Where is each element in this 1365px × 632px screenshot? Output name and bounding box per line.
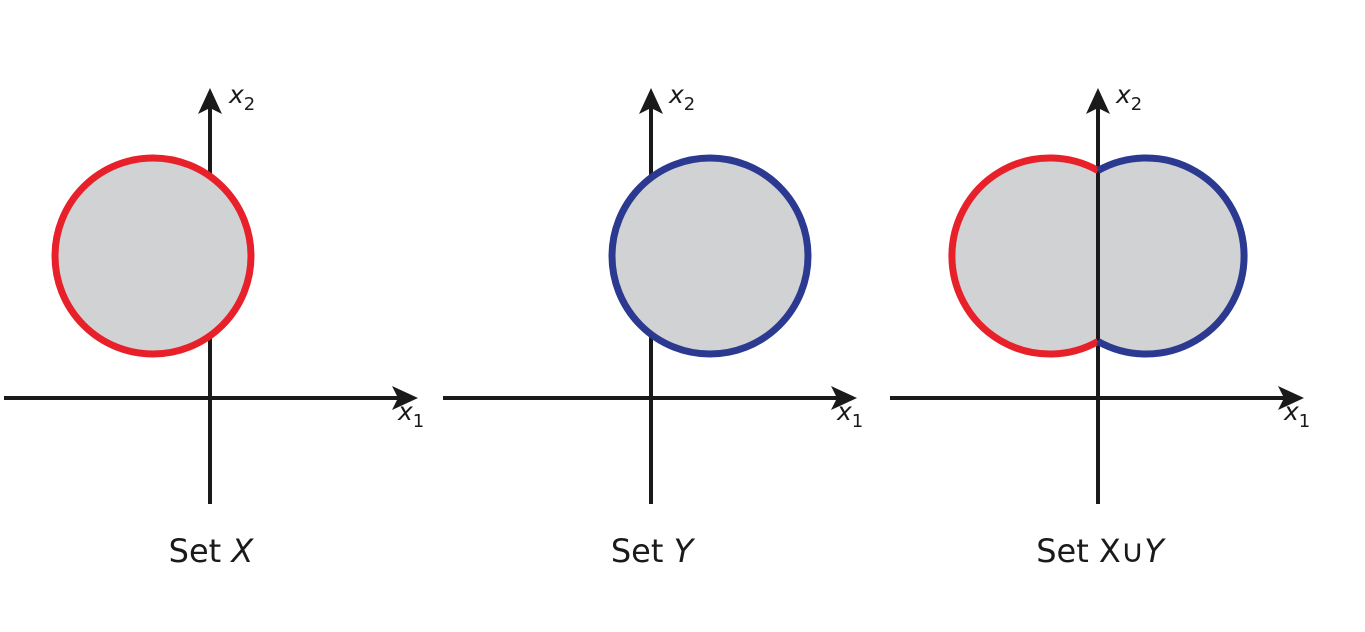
set-y-region <box>608 154 812 358</box>
x1-axis <box>890 386 1304 410</box>
set-x-region <box>51 154 255 358</box>
caption-set-x: Set X <box>169 532 255 570</box>
caption-set-union: Set X∪Y <box>1036 532 1166 570</box>
panel-set-x: x1 x2 Set X <box>4 80 424 570</box>
x2-axis-label: x2 <box>1115 80 1142 115</box>
x2-axis <box>1086 88 1110 504</box>
union-boundary-x <box>948 154 1100 358</box>
x1-axis-label: x1 <box>397 397 424 432</box>
panel-set-y: x1 x2 Set Y <box>443 80 863 570</box>
x1-axis <box>4 386 418 410</box>
panel-set-x-union-y: x1 x2 Set X∪Y <box>890 80 1310 570</box>
union-boundary-y <box>1096 154 1248 358</box>
x1-axis-label: x1 <box>836 397 863 432</box>
x2-axis-label: x2 <box>228 80 255 115</box>
x1-axis <box>443 386 857 410</box>
caption-set-y: Set Y <box>611 532 696 570</box>
x2-axis-label: x2 <box>668 80 695 115</box>
x1-axis-label: x1 <box>1283 397 1310 432</box>
